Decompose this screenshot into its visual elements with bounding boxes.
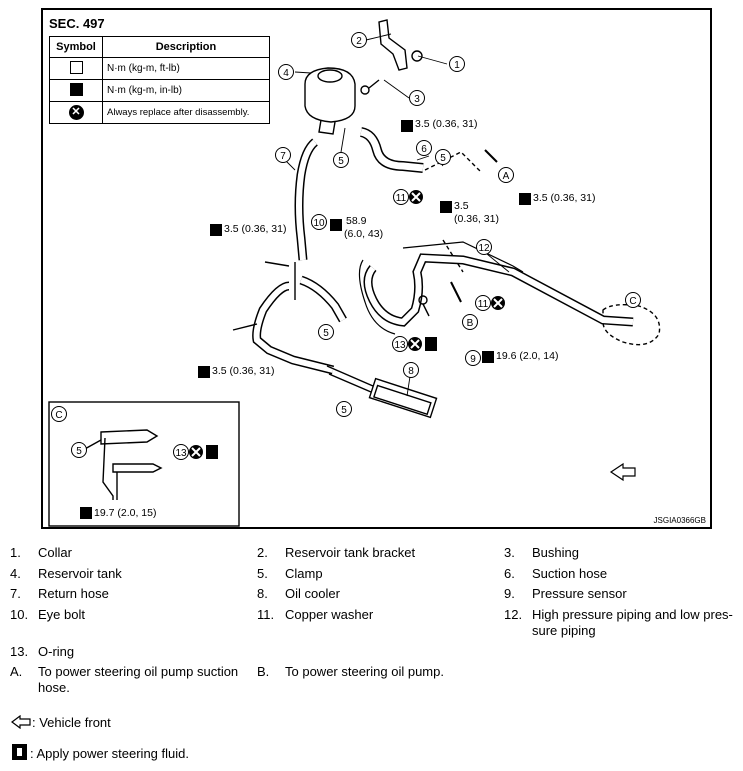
callout-7: 7 xyxy=(280,151,286,162)
callout-13: 13 xyxy=(394,340,406,351)
apply-fluid-icon xyxy=(12,744,27,760)
callout-3: 3 xyxy=(414,94,420,105)
torque-label: 3.5 (0.36, 31) xyxy=(533,192,596,204)
description-header: Description xyxy=(102,36,270,58)
callout-1: 1 xyxy=(454,60,460,71)
torque-label: 19.7 (2.0, 15) xyxy=(94,507,157,519)
callout-11: 11 xyxy=(478,299,489,310)
replace-x-icon xyxy=(189,190,505,459)
replace-x-icon: ✕ xyxy=(68,105,84,120)
legend-apply-fluid: : Apply power steering fluid. xyxy=(10,743,189,761)
torque-label: (6.0, 43) xyxy=(344,228,384,240)
symbol-table: Symbol Description N·m (kg-m, ft-lb) N·m… xyxy=(49,36,270,124)
apply-fluid-icon xyxy=(206,337,437,459)
torque-label: 58.9 xyxy=(346,215,367,227)
callout-letter-c: C xyxy=(55,410,62,421)
exploded-diagram: 1 2 3 4 5 6 5 7 A 11 10 12 11 B 5 13 9 8… xyxy=(41,8,712,529)
torque-label: 3.5 (0.36, 31) xyxy=(415,118,478,130)
torque-label: 19.6 (2.0, 14) xyxy=(496,350,559,362)
torque-label: 3.5 (0.36, 31) xyxy=(212,365,275,377)
diagram-drawing: 1 2 3 4 5 6 5 7 A 11 10 12 11 B 5 13 9 8… xyxy=(48,19,661,527)
list-item: 12.High pressure piping and low pres-sur… xyxy=(504,607,733,638)
vehicle-front-arrow-icon xyxy=(11,714,31,730)
legend-vehicle-front: : Vehicle front xyxy=(10,714,111,730)
figure-reference-code: JSGIA0366GB xyxy=(653,516,706,525)
torque-label: 3.5 xyxy=(454,200,469,212)
callout-8: 8 xyxy=(408,366,414,377)
torque-wrench-icon xyxy=(80,120,531,519)
callout-5: 5 xyxy=(323,328,329,339)
callout-5: 5 xyxy=(440,153,446,164)
torque-label: (0.36, 31) xyxy=(454,213,499,225)
torque-wrench-icon xyxy=(69,60,83,74)
callout-10: 10 xyxy=(313,218,325,229)
callout-letter-a: A xyxy=(503,171,510,182)
symbol-description: N·m (kg-m, in-lb) xyxy=(102,79,270,102)
callout-9: 9 xyxy=(470,354,476,365)
callout-letter-c: C xyxy=(629,296,636,307)
callout-13: 13 xyxy=(175,448,187,459)
callout-5: 5 xyxy=(341,405,347,416)
callout-6: 6 xyxy=(421,144,427,155)
callout-5: 5 xyxy=(338,156,344,167)
torque-wrench-filled-icon xyxy=(69,82,83,96)
callout-letter-b: B xyxy=(467,318,474,329)
symbol-description: Always replace after disassembly. xyxy=(102,101,270,124)
callout-12: 12 xyxy=(478,243,490,254)
section-label: SEC. 497 xyxy=(49,16,105,31)
callout-4: 4 xyxy=(283,68,289,79)
torque-label: 3.5 (0.36, 31) xyxy=(224,223,287,235)
callout-11: 11 xyxy=(396,193,407,204)
symbol-description: N·m (kg-m, ft-lb) xyxy=(102,57,270,80)
callout-2: 2 xyxy=(356,36,362,47)
symbol-header: Symbol xyxy=(49,36,103,58)
callout-5: 5 xyxy=(76,446,82,457)
